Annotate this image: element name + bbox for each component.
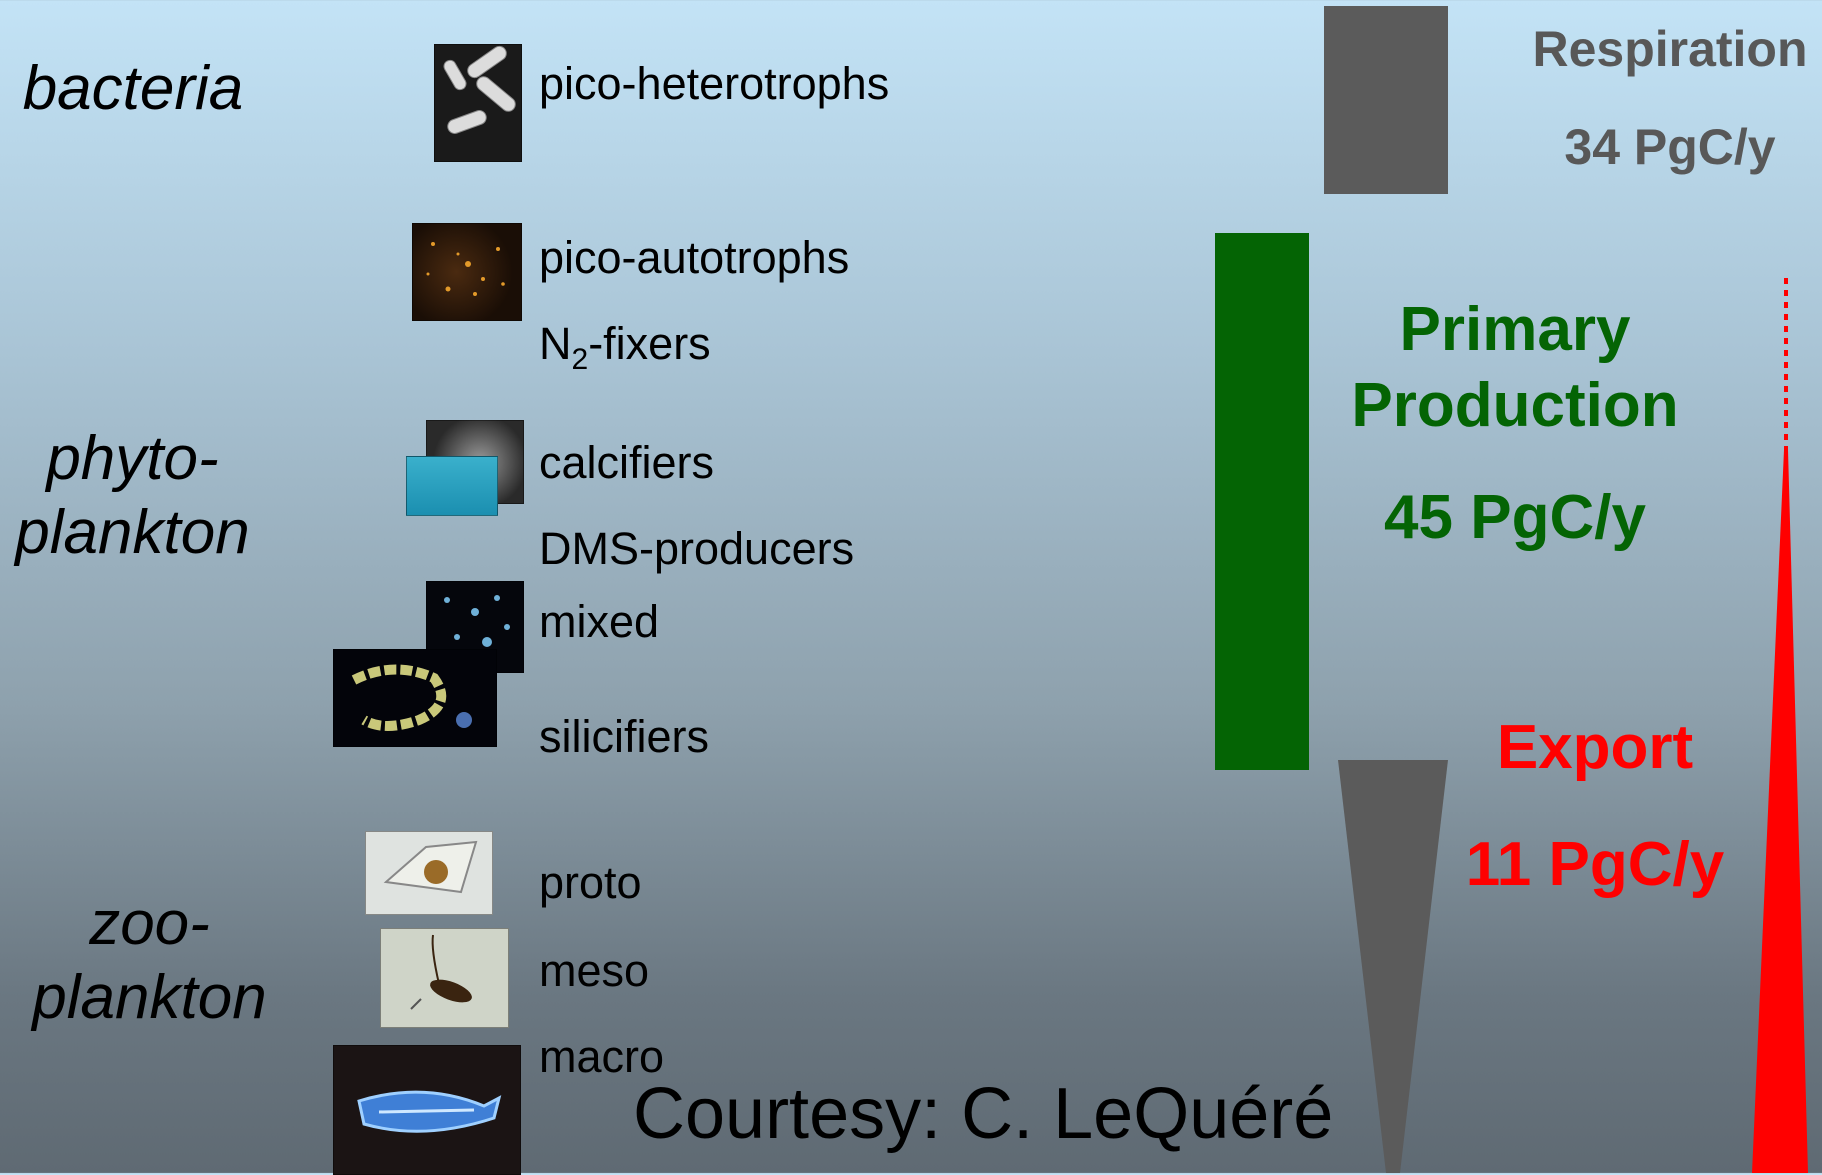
- type-label-dms-producers: DMS-producers: [539, 523, 855, 574]
- type-label-mixed: mixed: [539, 596, 660, 647]
- mesozooplankton-photo: [380, 928, 509, 1028]
- type-label-silicifiers: silicifiers: [539, 711, 710, 762]
- export-value: 11 PgC/y: [1465, 830, 1725, 899]
- type-label-proto: proto: [539, 857, 642, 908]
- respiration-bar: [1324, 6, 1448, 194]
- group-label-zooplankton: zoo- plankton: [32, 889, 267, 1033]
- protozooplankton-photo: [365, 831, 493, 915]
- group-label-phytoplankton: phyto- plankton: [15, 424, 250, 568]
- type-label-meso: meso: [539, 945, 650, 996]
- macrozooplankton-photo: [333, 1045, 521, 1175]
- respiration-value: 34 PgC/y: [1564, 119, 1776, 175]
- type-label-n2-fixers: N2-fixers: [539, 318, 711, 376]
- type-label-calcifiers: calcifiers: [539, 437, 715, 488]
- export-funnel-shape: [1338, 760, 1448, 1173]
- primary-production-value: 45 PgC/y: [1384, 483, 1646, 552]
- bacteria-photo: [434, 44, 522, 162]
- respiration-label: Respiration: [1532, 21, 1808, 77]
- silicifiers-photo: [333, 649, 497, 747]
- type-label-pico-heterotrophs: pico-heterotrophs: [539, 58, 890, 109]
- primary-production-label: Primary Production: [1351, 295, 1679, 440]
- type-label-pico-autotrophs: pico-autotrophs: [539, 232, 850, 283]
- primary-production-bar: [1215, 233, 1309, 770]
- pico-autotrophs-photo: [412, 223, 522, 321]
- credit-text: Courtesy: C. LeQuéré: [633, 1074, 1334, 1154]
- type-label-macro: macro: [539, 1031, 665, 1082]
- export-red-wedge: [1752, 450, 1808, 1173]
- group-label-bacteria: bacteria: [22, 54, 244, 123]
- export-label: Export: [1496, 713, 1694, 782]
- dms-producers-photo: [406, 456, 498, 516]
